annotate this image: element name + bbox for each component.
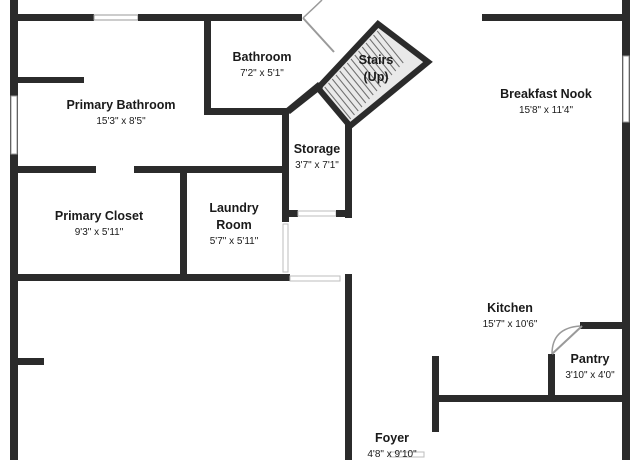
pantry-wall-bottom xyxy=(439,395,622,402)
bathroom-name: Bathroom xyxy=(232,50,291,64)
wall-top-right xyxy=(482,14,622,21)
exterior-wall-left xyxy=(10,0,18,460)
bathroom-wall-left xyxy=(204,18,211,114)
pantry-wall-top xyxy=(580,322,622,329)
wall-top-mid xyxy=(138,14,302,21)
foyer-dim: 4'8" x 9'10" xyxy=(367,449,417,460)
stairs-direction: (Up) xyxy=(364,70,389,84)
window-left xyxy=(10,95,18,155)
primary-closet-dim: 9'3" x 5'11" xyxy=(75,227,124,238)
stair-tread xyxy=(346,62,374,96)
pantry-dim: 3'10" x 4'0" xyxy=(565,370,615,381)
storage-name: Storage xyxy=(294,142,341,156)
stair-tread xyxy=(328,82,355,116)
entry-door xyxy=(389,451,425,458)
laundry-wall-left xyxy=(180,166,187,278)
bathroom-dim: 7'2" x 5'1" xyxy=(240,68,284,79)
primary-bathroom-name: Primary Bathroom xyxy=(66,98,175,112)
bathroom-door-swing xyxy=(302,0,323,19)
primary-bathroom-dim: 15'3" x 8'5" xyxy=(96,116,146,127)
stair-tread xyxy=(343,66,370,100)
stair-tread xyxy=(350,58,378,92)
window-right xyxy=(622,55,630,123)
storage-wall-bottom xyxy=(282,210,298,217)
primary-bath-wall-stub xyxy=(18,77,84,83)
closet-wall-bottom xyxy=(18,274,290,281)
foyer-side-door xyxy=(289,275,341,282)
stair-tread xyxy=(369,38,397,72)
pantry-door xyxy=(551,325,583,355)
pantry-door-swing xyxy=(551,325,581,355)
kitchen-name: Kitchen xyxy=(487,301,533,315)
window-top xyxy=(93,14,139,21)
pantry-name: Pantry xyxy=(571,352,610,366)
stairs-diagonal-wall xyxy=(284,82,323,114)
storage-door xyxy=(297,210,337,217)
laundry-name: Laundry xyxy=(209,201,258,215)
foyer-name: Foyer xyxy=(375,431,409,445)
breakfast-nook-name: Breakfast Nook xyxy=(500,87,592,101)
foyer-wall-left xyxy=(345,274,352,460)
kitchen-dim: 15'7" x 10'6" xyxy=(483,319,538,330)
stair-tread xyxy=(331,78,359,112)
storage-dim: 3'7" x 7'1" xyxy=(295,160,339,171)
wall-top-left xyxy=(18,14,94,21)
stair-tread xyxy=(376,30,404,64)
laundry-dim: 5'7" x 5'11" xyxy=(210,236,259,247)
closet-wall-top-left xyxy=(18,166,96,173)
bathroom-wall-bottom xyxy=(204,108,288,115)
stairs-box xyxy=(313,19,433,131)
breakfast-nook-dim: 15'8" x 11'4" xyxy=(519,105,574,116)
laundry-door xyxy=(282,223,289,273)
storage-wall-bottom-right xyxy=(336,210,352,217)
lower-room-wall-stub xyxy=(18,358,44,365)
stair-tread xyxy=(358,50,385,84)
stair-tread xyxy=(365,42,393,76)
pantry-wall-left xyxy=(548,354,555,400)
storage-wall-right xyxy=(345,124,352,218)
closet-wall-top-right xyxy=(134,166,284,173)
exterior-wall-right xyxy=(622,0,630,460)
stair-tread xyxy=(354,54,382,88)
stair-tread xyxy=(339,70,367,104)
kitchen-island-wall xyxy=(432,356,439,432)
bathroom-door xyxy=(302,17,335,53)
storage-wall-left xyxy=(282,110,289,222)
stair-tread xyxy=(361,46,389,80)
laundry-name-line2: Room xyxy=(216,218,251,232)
stairs-name: Stairs xyxy=(359,53,394,67)
stair-tread xyxy=(335,74,363,108)
stair-tread xyxy=(324,86,352,120)
primary-closet-name: Primary Closet xyxy=(55,209,144,223)
stair-tread xyxy=(373,34,400,68)
